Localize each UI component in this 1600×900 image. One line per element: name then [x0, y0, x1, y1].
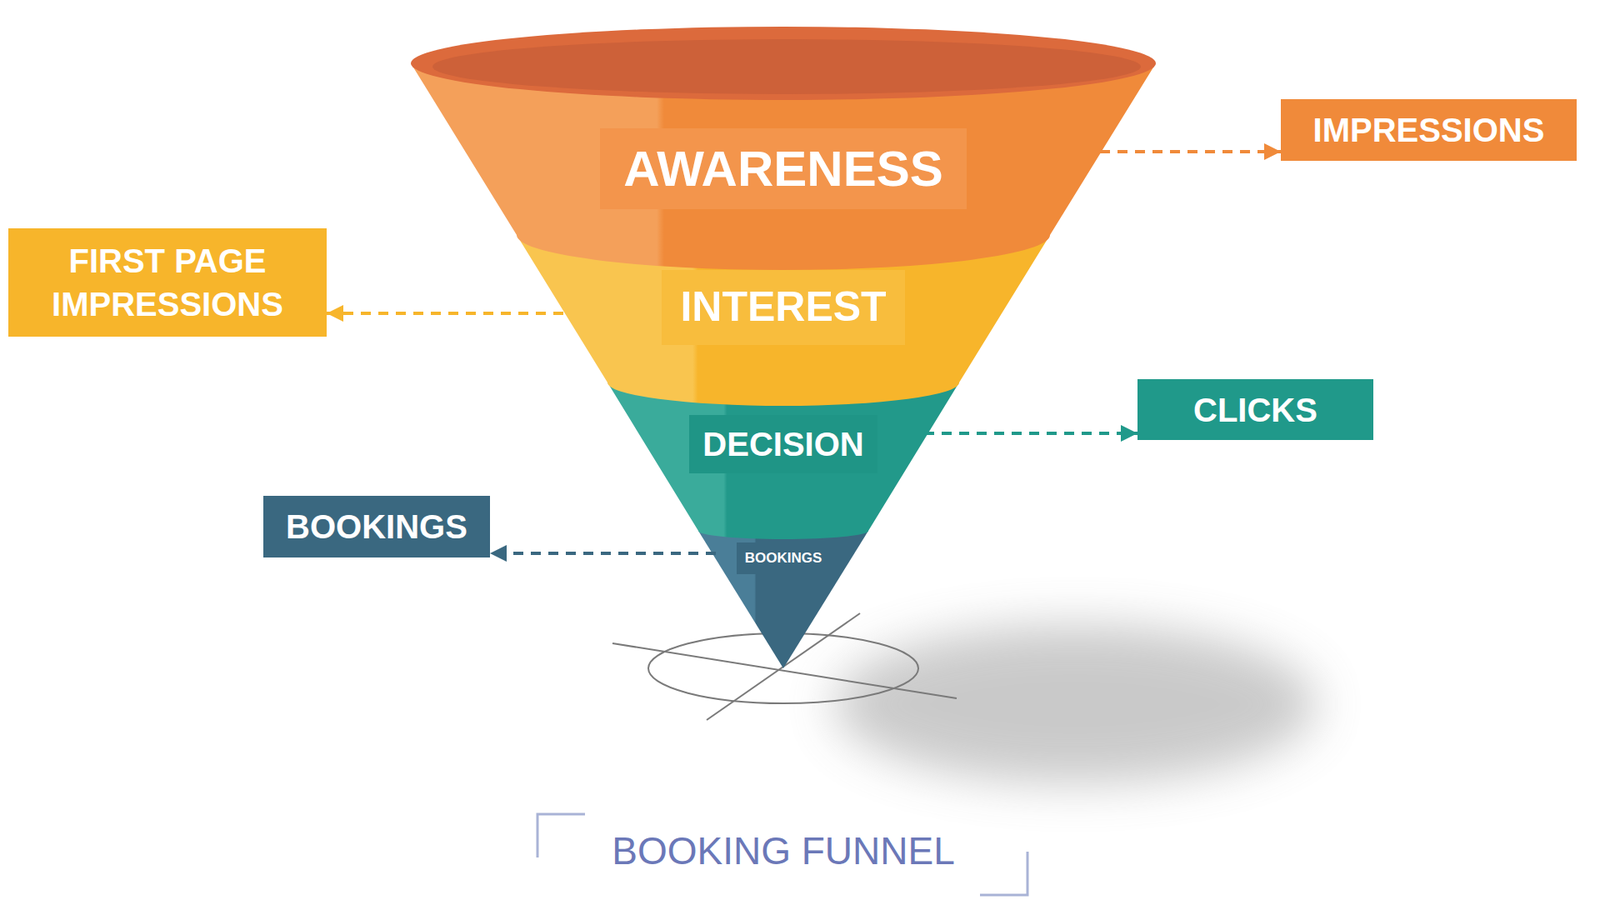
- stage-label: BOOKINGS: [736, 542, 831, 575]
- caption-box: BOOKING FUNNEL: [450, 828, 1117, 874]
- funnel-rim: [410, 26, 1156, 100]
- callout-label: BOOKINGS: [285, 505, 468, 549]
- callout-label: IMPRESSIONS: [1313, 108, 1545, 152]
- callout-box: IMPRESSIONS: [1280, 99, 1577, 161]
- stage-label: AWARENESS: [600, 128, 966, 210]
- funnel-rim-inner: [432, 39, 1141, 95]
- callout-label: CLICKS: [1193, 388, 1318, 432]
- callout-box: BOOKINGS: [263, 495, 490, 558]
- dashed-arrow: [1100, 150, 1281, 154]
- caption: BOOKING FUNNEL: [611, 829, 955, 873]
- callout-label: FIRST PAGE IMPRESSIONS: [25, 239, 310, 326]
- dashed-arrow: [326, 311, 564, 315]
- stage-label: INTEREST: [661, 270, 905, 345]
- callout-box: FIRST PAGE IMPRESSIONS: [8, 228, 327, 337]
- callout-box: CLICKS: [1137, 379, 1374, 440]
- funnel-band: BOOKINGS: [715, 540, 851, 577]
- caption-bracket: [980, 851, 1028, 895]
- funnel-band: INTEREST: [563, 267, 1004, 348]
- funnel-shadow: [833, 625, 1317, 784]
- dashed-arrow: [490, 551, 716, 555]
- caption-bracket: [537, 814, 585, 858]
- funnel-band-shape: [698, 530, 869, 669]
- funnel-band: AWARENESS: [466, 123, 1100, 214]
- funnel-band: DECISION: [642, 411, 925, 477]
- stage-label: DECISION: [689, 415, 877, 474]
- dashed-arrow: [924, 431, 1138, 435]
- funnel-band-shape: [607, 382, 960, 540]
